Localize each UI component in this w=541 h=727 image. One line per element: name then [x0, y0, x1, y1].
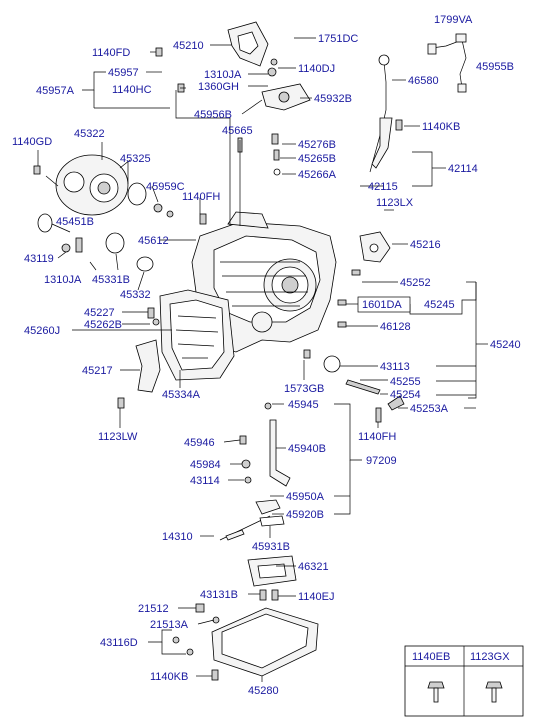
callout-45217: 45217 — [82, 365, 113, 377]
bracket-45217 — [135, 339, 161, 393]
leader-lines — [37, 37, 488, 682]
callout-45254: 45254 — [390, 389, 421, 401]
bolt-1123gx-icon — [485, 681, 503, 703]
callout-45245: 45245 — [424, 299, 455, 311]
shaft-45940b — [269, 419, 291, 487]
callout-45931b: 45931B — [252, 541, 290, 553]
callout-45265b: 45265B — [298, 153, 336, 165]
callout-45331b: 45331B — [92, 274, 130, 286]
callout-42114: 42114 — [448, 163, 478, 175]
callout-1140fh-mid: 1140FH — [358, 431, 396, 443]
callout-45276b: 45276B — [298, 139, 336, 151]
link-45920b — [255, 499, 285, 527]
callout-45984: 45984 — [190, 459, 221, 471]
callout-45262b: 45262B — [84, 319, 122, 331]
callout-46321: 46321 — [298, 561, 329, 573]
callout-1140hc: 1140HC — [112, 84, 152, 96]
callout-1140ej: 1140EJ — [298, 591, 335, 603]
oil-strainer — [247, 555, 297, 587]
table-header-1140eb: 1140EB — [412, 651, 450, 663]
callout-45260j: 45260J — [24, 325, 60, 337]
torque-converter-cover — [45, 154, 131, 216]
wire-harness — [427, 33, 467, 93]
bolt-1140eb-icon — [427, 681, 445, 703]
callout-14310: 14310 — [162, 531, 193, 543]
bracket-45216 — [359, 231, 391, 263]
callout-45612: 45612 — [138, 235, 169, 247]
callout-45332: 45332 — [120, 289, 151, 301]
callout-45266a: 45266A — [298, 169, 337, 181]
callout-42115: 42115 — [368, 181, 398, 193]
callout-1140kb-bot: 1140KB — [150, 671, 188, 683]
table-header-1123gx: 1123GX — [470, 651, 510, 663]
callout-45210: 45210 — [173, 40, 204, 52]
callout-45227: 45227 — [84, 307, 115, 319]
callout-43114: 43114 — [190, 475, 220, 487]
callout-43116d: 43116D — [100, 637, 138, 649]
sensor-45932b — [261, 83, 311, 111]
callout-46128: 46128 — [380, 321, 411, 333]
callout-43131b: 43131B — [200, 589, 238, 601]
callout-45240: 45240 — [490, 339, 521, 351]
callout-1799va: 1799VA — [434, 14, 473, 26]
callout-45946: 45946 — [184, 437, 215, 449]
callout-1140fd: 1140FD — [92, 47, 130, 59]
callout-45959c: 45959C — [146, 181, 185, 193]
seals — [37, 182, 341, 373]
callout-45665: 45665 — [222, 125, 253, 137]
dipstick-and-tube — [369, 54, 393, 173]
callout-45957a: 45957A — [36, 85, 75, 97]
valve-body — [159, 289, 235, 381]
callout-labels: 1799VA 45955B 45210 1751DC 1140FD 45957 … — [12, 14, 521, 697]
callout-45940b: 45940B — [288, 443, 326, 455]
callout-45945: 45945 — [288, 399, 319, 411]
callout-1360gh: 1360GH — [198, 81, 239, 93]
callout-45216: 45216 — [410, 239, 441, 251]
callout-45920b: 45920B — [286, 509, 324, 521]
callout-1123lw: 1123LW — [98, 431, 138, 443]
callout-45280: 45280 — [248, 685, 279, 697]
callout-45255: 45255 — [390, 376, 421, 388]
callout-1140gd: 1140GD — [12, 136, 52, 148]
callout-45451b: 45451B — [56, 216, 94, 228]
callout-21512: 21512 — [138, 603, 169, 615]
callout-1140dj: 1140DJ — [298, 63, 335, 75]
callout-45950a: 45950A — [286, 491, 325, 503]
callout-45253a: 45253A — [410, 403, 449, 415]
callout-43113: 43113 — [380, 361, 410, 373]
callout-45325: 45325 — [120, 153, 151, 165]
callout-1601da: 1601DA — [362, 299, 402, 311]
callout-1573gb: 1573GB — [284, 383, 324, 395]
callout-1310ja-mid: 1310JA — [44, 274, 82, 286]
callout-46580: 46580 — [408, 75, 439, 87]
callout-1310ja-top: 1310JA — [204, 69, 242, 81]
callout-43119: 43119 — [24, 253, 54, 265]
callout-1140fh-top: 1140FH — [182, 191, 220, 203]
fastener-table: 1140EB 1123GX — [404, 645, 524, 717]
callout-45955b: 45955B — [476, 61, 514, 73]
callout-1751dc: 1751DC — [318, 33, 358, 45]
callout-45252: 45252 — [400, 277, 431, 289]
callout-97209: 97209 — [366, 455, 397, 467]
callout-45932b: 45932B — [314, 93, 352, 105]
callout-45334a: 45334A — [162, 389, 201, 401]
bracket-45210 — [227, 21, 269, 67]
callout-45956b: 45956B — [194, 109, 232, 121]
boxed-callout-1601da: 1601DA — [357, 296, 411, 313]
oil-pan — [211, 607, 319, 677]
callout-45322: 45322 — [74, 128, 105, 140]
callout-1123lx: 1123LX — [376, 197, 414, 209]
callout-1140kb-top: 1140KB — [422, 121, 460, 133]
callout-45957: 45957 — [108, 67, 139, 79]
callout-21513a: 21513A — [150, 619, 189, 631]
